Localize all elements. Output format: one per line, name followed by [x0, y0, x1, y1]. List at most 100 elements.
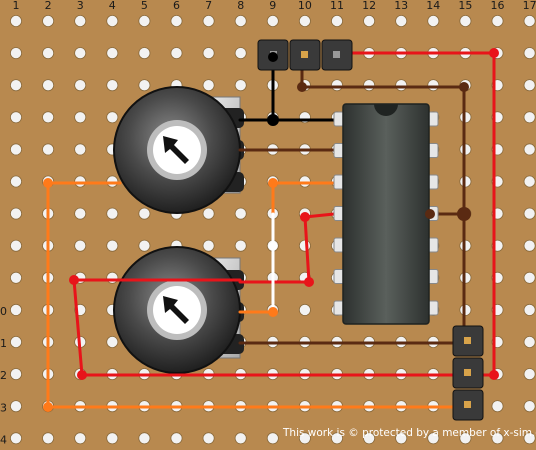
hole: [42, 432, 55, 445]
hole: [363, 432, 376, 445]
junction-dot: [268, 307, 278, 317]
hole: [523, 207, 536, 220]
hole: [427, 14, 440, 27]
column-number: 8: [237, 0, 244, 12]
hole: [266, 14, 279, 27]
hole: [138, 14, 151, 27]
hole: [491, 400, 504, 413]
hole: [106, 47, 119, 60]
column-number: 14: [426, 0, 440, 12]
hole: [106, 271, 119, 284]
hole: [42, 111, 55, 124]
wire-orange-ic: [238, 181, 336, 314]
row-number: 4: [0, 433, 7, 446]
hole: [523, 175, 536, 188]
hole: [74, 239, 87, 252]
hole: [9, 175, 22, 188]
junction-dot: [489, 48, 499, 58]
row-number: 1: [0, 337, 7, 350]
copyright-notice: This work is © protected by a member of …: [283, 427, 536, 439]
hole: [74, 432, 87, 445]
hole: [9, 239, 22, 252]
hole: [395, 432, 408, 445]
hole: [106, 432, 119, 445]
column-number: 4: [109, 0, 116, 12]
junction-dot: [425, 209, 435, 219]
hole: [330, 79, 343, 92]
hole: [234, 47, 247, 60]
hole: [523, 79, 536, 92]
junction-dot: [43, 402, 53, 412]
hole: [138, 207, 151, 220]
hole: [170, 47, 183, 60]
hole: [106, 79, 119, 92]
hole: [202, 207, 215, 220]
hole: [298, 14, 311, 27]
hole: [234, 207, 247, 220]
hole: [427, 432, 440, 445]
hole: [9, 303, 22, 316]
hole: [202, 79, 215, 92]
hole: [9, 111, 22, 124]
hole: [106, 207, 119, 220]
hole: [523, 143, 536, 156]
hole: [298, 432, 311, 445]
header-top: [257, 39, 353, 71]
hole: [523, 111, 536, 124]
junction-dot: [43, 178, 53, 188]
hole: [459, 432, 472, 445]
junction-dot: [77, 370, 87, 380]
hole: [523, 239, 536, 252]
hole: [523, 271, 536, 284]
column-number: 15: [458, 0, 472, 12]
column-number: 7: [205, 0, 212, 12]
hole: [330, 14, 343, 27]
hole: [9, 207, 22, 220]
hole: [234, 14, 247, 27]
junction-dot: [459, 82, 469, 92]
potentiometer-bottom: [113, 246, 244, 374]
hole: [395, 79, 408, 92]
hole: [523, 14, 536, 27]
hole: [9, 432, 22, 445]
hole: [202, 14, 215, 27]
wire-red-ic: [238, 212, 336, 284]
hole: [42, 79, 55, 92]
hole: [523, 303, 536, 316]
hole: [106, 111, 119, 124]
column-number: 17: [523, 0, 536, 12]
junction-dot: [69, 275, 79, 285]
hole: [523, 335, 536, 348]
hole: [491, 14, 504, 27]
junction-dot: [297, 82, 307, 92]
hole: [9, 47, 22, 60]
potentiometer-top: [113, 86, 244, 214]
hole: [9, 271, 22, 284]
hole: [234, 239, 247, 252]
junction-dot: [304, 277, 314, 287]
hole: [298, 303, 311, 316]
ic-chip: [333, 103, 439, 325]
hole: [106, 239, 119, 252]
junction-dots: [43, 48, 499, 412]
hole: [138, 432, 151, 445]
hole: [491, 432, 504, 445]
hole: [9, 143, 22, 156]
hole: [9, 335, 22, 348]
hole: [9, 14, 22, 27]
hole: [138, 79, 151, 92]
column-number: 11: [330, 0, 344, 12]
hole: [427, 79, 440, 92]
hole: [138, 239, 151, 252]
junction-dot: [268, 178, 278, 188]
hole: [170, 432, 183, 445]
hole: [266, 432, 279, 445]
wire-orange-left: [46, 181, 466, 409]
hole: [363, 79, 376, 92]
hole: [106, 14, 119, 27]
hole: [106, 335, 119, 348]
junction-dot: [267, 114, 279, 126]
hole: [523, 47, 536, 60]
hole: [298, 239, 311, 252]
